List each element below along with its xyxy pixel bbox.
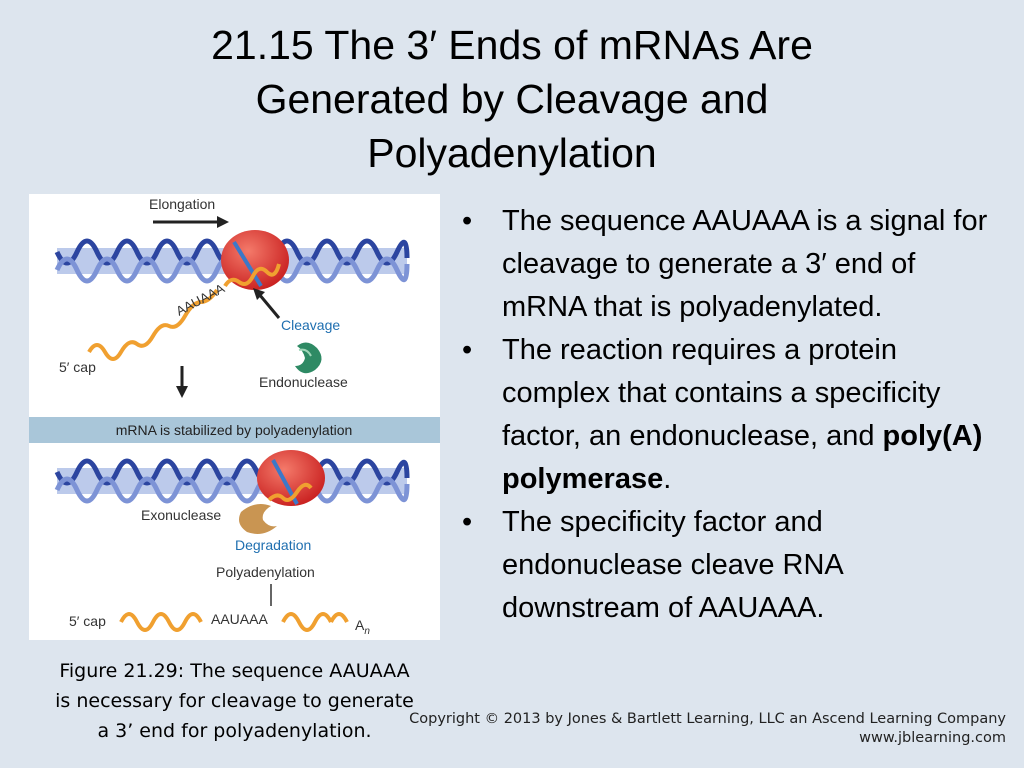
bullet-item-1: • The sequence AAUAAA is a signal for cl… (462, 200, 1002, 329)
bullet-mark: • (462, 506, 473, 538)
aauaaa-label-top: AAUAAA (173, 280, 227, 318)
elongation-label: Elongation (149, 196, 215, 212)
bullet-text-2-post: . (663, 463, 672, 495)
bullet-text-2-bold: poly(A) polymerase (502, 420, 983, 495)
elongation-arrow-icon (153, 216, 229, 228)
caption-line-1: Figure 21.29: The sequence AAUAAA (59, 660, 410, 682)
endonuclease-icon (295, 342, 322, 374)
caption-line-3: a 3’ end for polyadenylation. (97, 720, 372, 742)
dna-helix-bottom (54, 458, 410, 504)
rna-strand-top (87, 263, 281, 361)
copyright-notice: Copyright © 2013 by Jones & Bartlett Lea… (409, 710, 1006, 748)
figure-caption: Figure 21.29: The sequence AAUAAA is nec… (29, 656, 440, 746)
aauaaa-label-bottom: AAUAAA (211, 611, 268, 627)
bullet-text-3: The specificity factor and endonuclease … (502, 506, 843, 624)
rna-polymerase-bottom (257, 450, 325, 506)
degradation-label: Degradation (235, 537, 311, 553)
banner-label: mRNA is stabilized by polyadenylation (116, 422, 353, 438)
slide-title: 21.15 The 3′ Ends of mRNAs Are Generated… (100, 18, 924, 180)
polyadenylation-diagram: Elongation AAUAAA Cleavage (29, 196, 440, 637)
mrna-bottom-strand (119, 612, 349, 632)
five-cap-label-bottom: 5′ cap (69, 613, 106, 629)
copyright-url: www.jblearning.com (859, 730, 1006, 746)
bullet-text-2-pre: The reaction requires a protein complex … (502, 334, 941, 452)
title-line-2: Generated by Cleavage and (255, 76, 769, 122)
down-arrow-icon (176, 366, 188, 398)
title-line-3: Polyadenylation (367, 130, 657, 176)
stabilization-banner (29, 417, 440, 443)
bullet-mark: • (462, 205, 473, 237)
title-line-1: 21.15 The 3′ Ends of mRNAs Are (211, 22, 813, 68)
polyadenylation-label: Polyadenylation (216, 564, 315, 580)
bullet-item-2: • The reaction requires a protein comple… (462, 329, 1002, 501)
bullet-list: • The sequence AAUAAA is a signal for cl… (462, 200, 1002, 630)
cleavage-arrow-icon (253, 288, 281, 319)
endonuclease-label: Endonuclease (259, 374, 348, 390)
five-cap-label-top: 5′ cap (59, 359, 96, 375)
exonuclease-label: Exonuclease (141, 507, 221, 523)
bullet-text-1: The sequence AAUAAA is a signal for clea… (502, 205, 988, 323)
caption-line-2: is necessary for cleavage to generate (55, 690, 414, 712)
cleavage-label: Cleavage (281, 317, 340, 333)
bullet-item-3: • The specificity factor and endonucleas… (462, 501, 1002, 630)
bullet-mark: • (462, 334, 473, 366)
poly-a-tail-label: An (355, 617, 370, 637)
figure-panel: Elongation AAUAAA Cleavage (29, 194, 440, 640)
exonuclease-icon (239, 504, 277, 534)
copyright-line-1: Copyright © 2013 by Jones & Bartlett Lea… (409, 711, 1006, 727)
